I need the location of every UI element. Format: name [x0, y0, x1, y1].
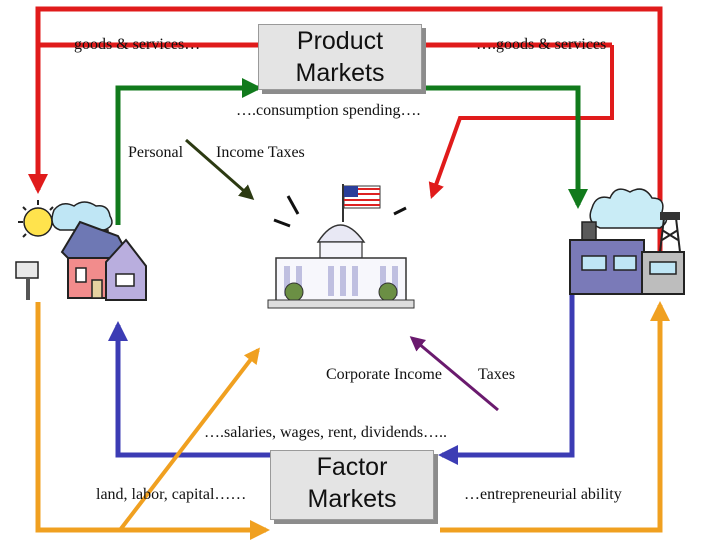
blue-factor-to-households: [108, 321, 270, 458]
olive-income-taxes-arrow: [185, 138, 255, 200]
purple-corporate-taxes-arrow: [409, 336, 499, 412]
corporate-income-label: Corporate Income: [326, 366, 442, 383]
capitol-building-icon: [267, 184, 415, 309]
factor-markets-line1: Factor: [316, 453, 388, 481]
red-goods-to-households: [28, 42, 258, 194]
green-product-to-firms: [420, 85, 588, 209]
land-labor-capital-label: land, labor, capital……: [96, 486, 247, 503]
green-households-to-product-markets: [115, 78, 262, 225]
red-right-inner: [428, 45, 614, 200]
consumption-spending-label: ….consumption spending….: [236, 102, 421, 119]
factor-markets-box: Factor Markets: [270, 450, 434, 520]
goods-services-right-label: ….goods & services: [476, 36, 607, 53]
product-markets-line1: Product: [296, 27, 384, 55]
factor-markets-line2: Markets: [307, 485, 397, 513]
taxes-label: Taxes: [478, 366, 516, 383]
entrepreneurial-ability-label: …entrepreneurial ability: [464, 486, 622, 503]
house-icon: [15, 200, 147, 301]
orange-to-capitol: [118, 347, 260, 532]
factory-icon: [569, 188, 685, 295]
personal-label: Personal: [128, 144, 184, 161]
blue-firms-to-factor-markets: [438, 295, 575, 465]
red-outer-top: [35, 6, 663, 255]
salaries-wages-label: ….salaries, wages, rent, dividends…..: [204, 424, 448, 441]
product-markets-box: Product Markets: [258, 24, 422, 90]
income-taxes-label: Income Taxes: [216, 144, 305, 161]
orange-factor-to-firms-outer: [440, 301, 670, 533]
product-markets-line2: Markets: [295, 59, 385, 87]
goods-services-left-label: goods & services…: [74, 36, 201, 53]
